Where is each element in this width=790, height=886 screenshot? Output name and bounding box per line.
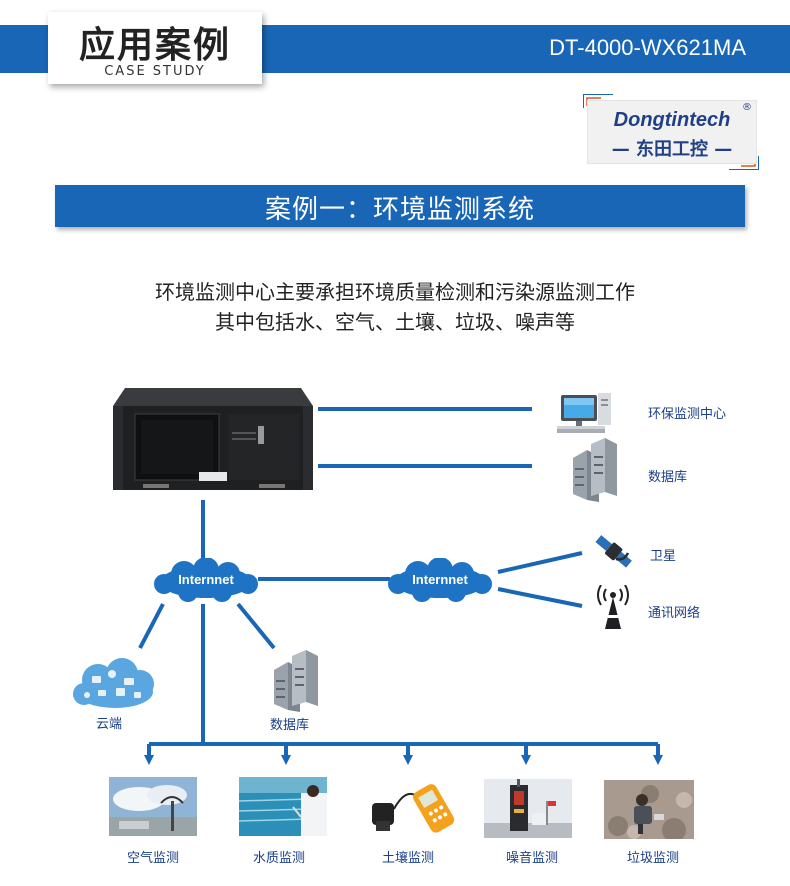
cloud-service-icon — [73, 658, 154, 708]
photo-noise-monitoring — [484, 779, 572, 838]
database-icon — [573, 438, 617, 502]
section-title: 案例一：环境监测系统 — [264, 195, 535, 225]
section-bar: 案例一：环境监测系统 — [55, 185, 745, 227]
internet-cloud-right-icon — [388, 558, 492, 602]
internet-cloud-left-icon — [154, 558, 258, 602]
internet-left-label: Internnet — [178, 572, 234, 587]
internet-right-label: Internnet — [412, 572, 468, 587]
photo-garbage-monitoring — [604, 780, 694, 839]
description-line-1: 环境监测中心主要承担环境质量检测和污染源监测工作 — [155, 280, 635, 304]
computer-icon — [557, 393, 611, 433]
label-network: 通讯网络 — [648, 606, 701, 621]
logo-cn-text: — 东田工控 — — [611, 139, 733, 160]
page-title: 应用案例 — [78, 25, 231, 66]
label-water: 水质监测 — [252, 851, 305, 866]
link-internet-network — [497, 587, 583, 608]
label-database-mid: 数据库 — [270, 718, 310, 733]
photo-soil-monitoring — [366, 777, 456, 836]
label-monitor-center: 环保监测中心 — [648, 407, 727, 422]
link-internet-cloud — [138, 603, 165, 649]
link-internet-satellite — [497, 551, 583, 574]
logo-wordmark: Dongtintech — [613, 109, 731, 131]
registered-mark: ® — [742, 102, 752, 113]
photo-water-monitoring — [239, 777, 327, 836]
label-garbage: 垃圾监测 — [626, 851, 679, 866]
label-satellite: 卫星 — [650, 549, 677, 564]
label-soil: 土壤监测 — [381, 851, 434, 866]
photo-air-monitoring — [109, 777, 197, 836]
title-box: 应用案例 CASE STUDY — [48, 12, 262, 84]
label-air: 空气监测 — [126, 851, 179, 866]
database-mid-icon — [274, 650, 318, 712]
label-database-top: 数据库 — [648, 470, 688, 485]
rack-server-icon — [113, 388, 313, 490]
page-subtitle: CASE STUDY — [104, 64, 206, 79]
logo-card: Dongtintech — 东田工控 — ® — [587, 100, 757, 164]
satellite-icon — [595, 535, 632, 568]
label-noise: 噪音监测 — [505, 851, 558, 866]
link-internet-database — [236, 602, 276, 650]
brand-logo: Dongtintech — 东田工控 — ® — [583, 94, 759, 170]
model-number: DT-4000-WX621MA — [549, 35, 746, 60]
signal-tower-icon — [597, 585, 629, 629]
description-line-2: 其中包括水、空气、土壤、垃圾、噪声等 — [215, 310, 575, 334]
label-cloud: 云端 — [96, 717, 123, 732]
